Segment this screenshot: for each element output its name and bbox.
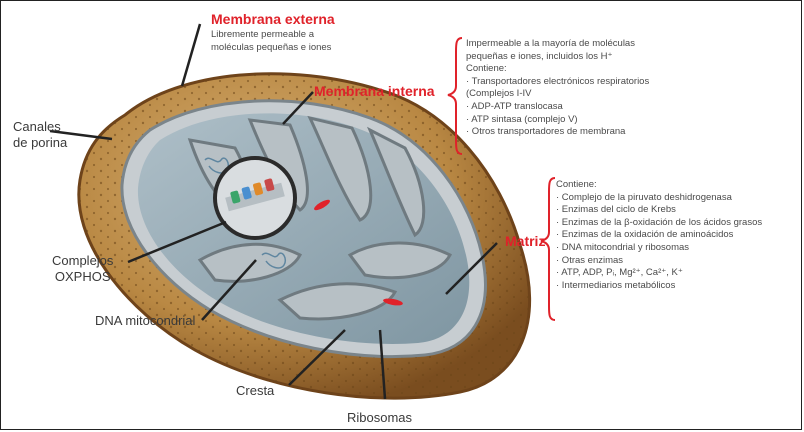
matrix-list-item: Contiene: bbox=[556, 179, 762, 192]
inner-list-item: · Transportadores electrónicos respirato… bbox=[466, 76, 649, 89]
porin-label-line: Canales bbox=[13, 119, 67, 135]
porin-label-line: de porina bbox=[13, 135, 67, 151]
matrix-list-item: · Intermediarios metabólicos bbox=[556, 280, 762, 293]
inner-list-item: pequeñas e iones, incluidos los H⁺ bbox=[466, 51, 649, 64]
matrix-list-item: · DNA mitocondrial y ribosomas bbox=[556, 242, 762, 255]
matrix-title: Matriz bbox=[505, 233, 545, 249]
matrix-list-item: · ATP, ADP, Pᵢ, Mg²⁺, Ca²⁺, K⁺ bbox=[556, 267, 762, 280]
matrix-list-item: · Enzimas del ciclo de Krebs bbox=[556, 204, 762, 217]
inner-list-item: · ATP sintasa (complejo V) bbox=[466, 114, 649, 127]
cresta-label: Cresta bbox=[236, 383, 274, 399]
inner-membrane-list: Impermeable a la mayoría de moléculas pe… bbox=[466, 38, 649, 139]
matrix-list-item: · Enzimas de la β-oxidación de los ácido… bbox=[556, 217, 762, 230]
porin-label: Canales de porina bbox=[13, 119, 67, 151]
matrix-list-item: · Otras enzimas bbox=[556, 255, 762, 268]
oxphos-label-line: Complejos bbox=[52, 253, 113, 269]
oxphos-magnifier bbox=[215, 158, 295, 238]
inner-list-item: · ADP-ATP translocasa bbox=[466, 101, 649, 114]
oxphos-label-line: OXPHOS bbox=[52, 269, 113, 285]
inner-list-item: (Complejos I-IV bbox=[466, 88, 649, 101]
matrix-list-item: · Complejo de la piruvato deshidrogenasa bbox=[556, 192, 762, 205]
inner-membrane-title: Membrana interna bbox=[314, 83, 435, 99]
oxphos-label: Complejos OXPHOS bbox=[52, 253, 113, 285]
outer-membrane-title: Membrana externa bbox=[211, 11, 335, 27]
dna-label: DNA mitocondrial bbox=[95, 313, 195, 329]
inner-list-item: Contiene: bbox=[466, 63, 649, 76]
inner-list-item: · Otros transportadores de membrana bbox=[466, 126, 649, 139]
matrix-list: Contiene: · Complejo de la piruvato desh… bbox=[556, 179, 762, 292]
matrix-list-item: · Enzimas de la oxidación de aminoácidos bbox=[556, 229, 762, 242]
outer-membrane-desc: Libremente permeable a moléculas pequeña… bbox=[211, 29, 331, 54]
inner-list-item: Impermeable a la mayoría de moléculas bbox=[466, 38, 649, 51]
outer-desc-line: Libremente permeable a bbox=[211, 29, 331, 42]
outer-desc-line: moléculas pequeñas e iones bbox=[211, 42, 331, 55]
ribosomas-label: Ribosomas bbox=[347, 410, 412, 426]
